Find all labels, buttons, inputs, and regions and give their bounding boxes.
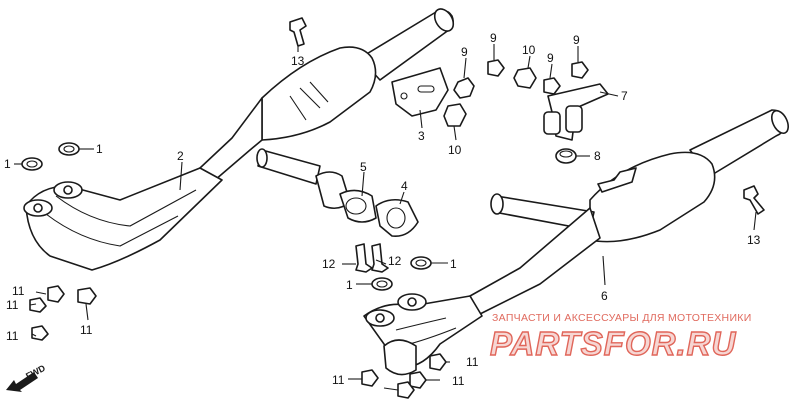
callout-c1c: 1	[450, 257, 457, 271]
callout-c1b: 1	[96, 142, 103, 156]
callout-c11a: 11	[12, 284, 25, 298]
callout-c1a: 1	[4, 157, 11, 171]
callout-labels: 1 1 1 1 2 3 4 5 6 7 8 9 9 9 9 10 10 11 1…	[4, 31, 761, 388]
callout-c13b: 13	[747, 233, 761, 247]
callout-c9c: 9	[547, 51, 554, 65]
rubber-collar-8	[555, 148, 577, 164]
callout-c10a: 10	[522, 43, 536, 57]
exhaust-clamp-collar	[375, 198, 419, 238]
callout-c9b: 9	[490, 31, 497, 45]
exhaust-joint-gasket	[315, 171, 377, 223]
callout-c9d: 9	[573, 33, 580, 47]
leader-lines	[14, 44, 757, 391]
callout-c11f: 11	[332, 373, 345, 387]
lower-muffler	[469, 109, 790, 315]
callout-c9a: 9	[461, 45, 468, 59]
rubber-mount-bracket	[543, 83, 609, 141]
callout-c1d: 1	[346, 278, 353, 292]
bolts	[289, 17, 765, 273]
watermark-tagline: ЗАПЧАСТИ И АКСЕССУАРЫ ДЛЯ МОТОТЕХНИКИ	[492, 312, 752, 324]
callout-c3: 3	[418, 129, 425, 143]
callout-c5: 5	[360, 160, 367, 174]
callout-c12a: 12	[322, 257, 336, 271]
watermark-logo: PARTSFOR.RU	[489, 324, 737, 362]
callout-c7: 7	[621, 89, 628, 103]
callout-c12b: 12	[388, 254, 402, 268]
callout-c11g: 11	[452, 374, 465, 388]
muffler-bracket	[391, 67, 449, 117]
arrow-icon: FWD	[6, 363, 47, 392]
callout-c11c: 11	[6, 329, 19, 343]
callout-c4: 4	[401, 179, 408, 193]
right-exhaust-header	[363, 293, 483, 376]
callout-c6: 6	[601, 289, 608, 303]
nuts	[29, 59, 589, 399]
left-exhaust-header	[23, 167, 223, 271]
callout-c11e: 11	[466, 355, 479, 369]
callout-c8: 8	[594, 149, 601, 163]
callout-c13a: 13	[291, 54, 305, 68]
callout-c11b: 11	[6, 298, 19, 312]
forward-direction-marker: FWD	[4, 362, 60, 392]
callout-c10b: 10	[448, 143, 462, 157]
callout-c11d: 11	[80, 323, 93, 337]
callout-c2: 2	[177, 149, 184, 163]
